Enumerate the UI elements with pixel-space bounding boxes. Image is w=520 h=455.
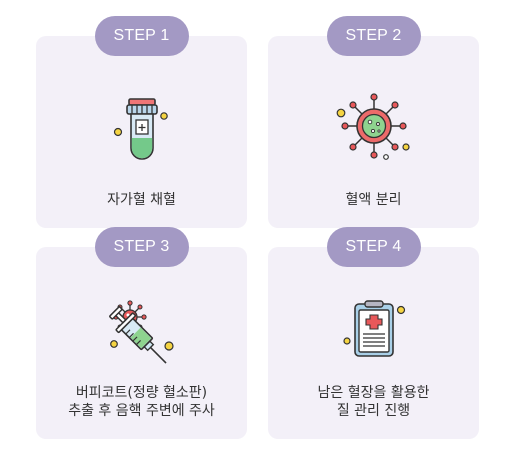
step-label: 혈액 분리 [345,192,402,208]
step-label: 자가혈 채혈 [107,192,176,208]
step-badge: STEP 4 [326,227,421,267]
step-label-line-2: 질 관리 진행 [336,403,411,419]
step-label-line-2: 추출 후 음핵 주변에 주사 [68,403,215,419]
step-badge: STEP 3 [94,227,189,267]
clipboard-icon [342,300,405,357]
blood-cell-icon [336,93,410,160]
step-card-4: STEP 4 남은 혈장을 활용한 질 관리 진행 [268,227,479,439]
step-card-1: STEP 1 자가혈 채혈 [36,16,247,228]
syringe-icon [108,300,174,364]
step-label-line-1: 남은 혈장을 활용한 [317,385,430,401]
step-label-line-1: 버피코트(정량 혈소판) [75,385,208,401]
step-card-2: STEP 2 혈액 분리 [268,16,479,228]
step-badge: STEP 1 [94,16,189,56]
step-badge: STEP 2 [326,16,421,56]
step-card-3: STEP 3 버피 [36,227,247,439]
blood-tube-icon [113,98,168,160]
